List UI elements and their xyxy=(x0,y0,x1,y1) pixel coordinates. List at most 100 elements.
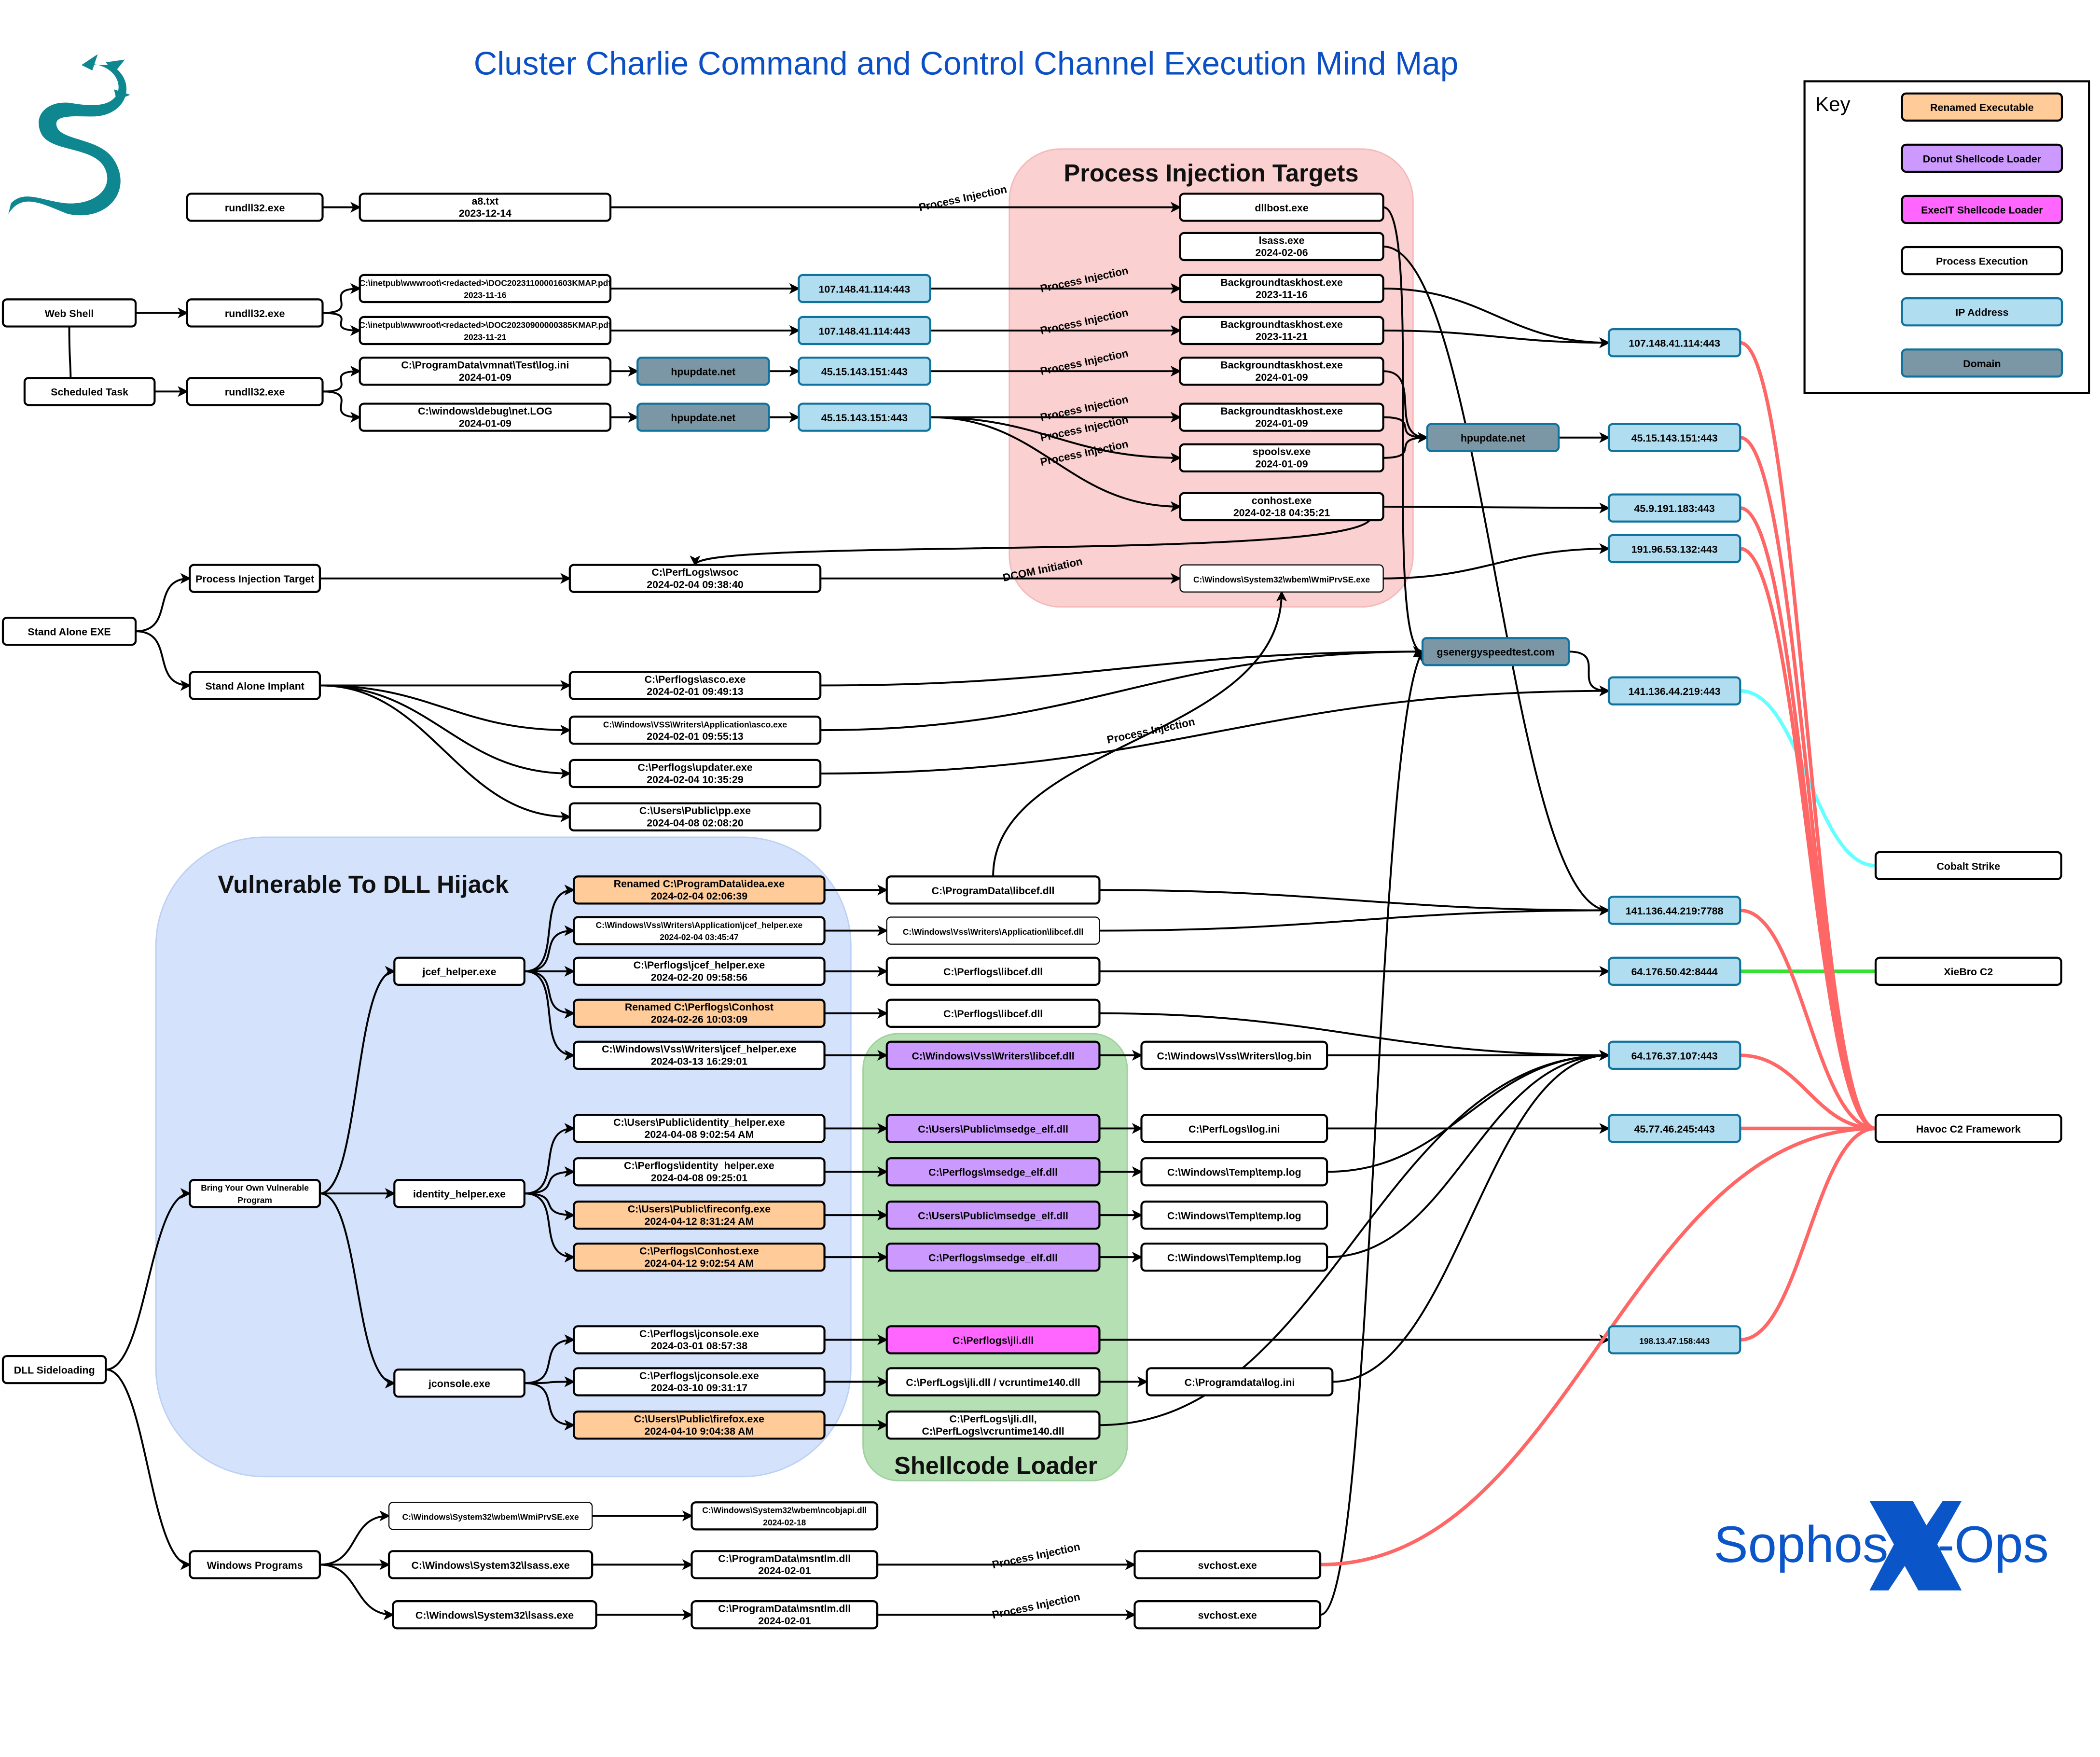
node-e8[interactable]: C:\Users\Public\fireconfg.exe2024-04-12 … xyxy=(573,1200,826,1230)
node-f9[interactable]: C:\Windows\Temp\temp.log xyxy=(1140,1242,1328,1272)
node-domR[interactable]: hpupdate.net xyxy=(1426,423,1560,452)
node-havoc[interactable]: Havoc C2 Framework xyxy=(1874,1114,2062,1143)
node-ipR191[interactable]: 191.96.53.132:443 xyxy=(1607,534,1741,564)
node-sae[interactable]: Stand Alone EXE xyxy=(1,616,137,646)
node-w2[interactable]: C:\Windows\System32\lsass.exe xyxy=(387,1550,594,1579)
node-ipR459[interactable]: 45.9.191.183:443 xyxy=(1607,493,1741,523)
node-d2[interactable]: C:\Windows\Vss\Writers\Application\libce… xyxy=(886,916,1100,945)
node-ipR141a[interactable]: 141.136.44.219:443 xyxy=(1607,676,1741,706)
node-box xyxy=(1146,1367,1334,1397)
node-ipR6450[interactable]: 64.176.50.42:8444 xyxy=(1607,956,1741,986)
node-r3[interactable]: rundll32.exe xyxy=(186,377,324,406)
node-pit[interactable]: Process Injection Target xyxy=(189,564,321,593)
node-e2[interactable]: C:\Windows\Vss\Writers\Application\jcef_… xyxy=(573,916,826,945)
node-f5[interactable]: C:\Windows\Vss\Writers\log.bin xyxy=(1140,1040,1328,1070)
node-jconsole[interactable]: jconsole.exe xyxy=(393,1369,525,1398)
node-text: 2024-02-26 10:03:09 xyxy=(651,1013,748,1025)
node-dom2[interactable]: hpupdate.net xyxy=(636,402,770,432)
node-ipR141b[interactable]: 141.136.44.219:7788 xyxy=(1607,896,1741,925)
node-xiebro[interactable]: XieBro C2 xyxy=(1874,956,2062,986)
node-ip1a[interactable]: 107.148.41.114:443 xyxy=(798,274,931,304)
node-d1[interactable]: C:\ProgramData\libcef.dll xyxy=(885,875,1101,905)
node-d8[interactable]: C:\Users\Public\msedge_elf.dll xyxy=(885,1200,1101,1230)
node-sai[interactable]: Stand Alone Implant xyxy=(189,671,321,700)
node-e7[interactable]: C:\Perflogs\identity_helper.exe2024-04-0… xyxy=(573,1157,826,1187)
node-w1[interactable]: C:\Windows\System32\wbem\WmiPrvSE.exe xyxy=(388,1502,593,1530)
node-gsenergy[interactable]: gsenergyspeedtest.com xyxy=(1421,637,1570,666)
node-cobalt[interactable]: Cobalt Strike xyxy=(1874,851,2062,881)
node-sched[interactable]: Scheduled Task xyxy=(23,377,156,406)
node-text: C:\Perflogs\libcef.dll xyxy=(943,966,1043,978)
node-webshell[interactable]: Web Shell xyxy=(1,298,137,328)
node-ipR198[interactable]: 198.13.47.158:443 xyxy=(1607,1325,1741,1355)
node-f11[interactable]: C:\Programdata\log.ini xyxy=(1146,1367,1334,1397)
node-ip2a[interactable]: 45.15.143.151:443 xyxy=(798,357,931,386)
node-wmiprvse[interactable]: C:\Windows\System32\wbem\WmiPrvSE.exe xyxy=(1179,564,1384,593)
node-box xyxy=(798,316,931,346)
node-e6[interactable]: C:\Users\Public\identity_helper.exe2024-… xyxy=(573,1114,826,1143)
node-f8[interactable]: C:\Windows\Temp\temp.log xyxy=(1140,1200,1328,1230)
node-identity[interactable]: identity_helper.exe xyxy=(393,1179,525,1208)
node-ipR107[interactable]: 107.148.41.114:443 xyxy=(1607,328,1741,358)
node-ipR6437[interactable]: 64.176.37.107:443 xyxy=(1607,1040,1741,1070)
node-e5[interactable]: C:\Windows\Vss\Writers\jcef_helper.exe20… xyxy=(573,1040,826,1070)
node-d11[interactable]: C:\PerfLogs\jli.dll / vcruntime140.dll xyxy=(885,1367,1101,1397)
node-f7[interactable]: C:\Windows\Temp\temp.log xyxy=(1140,1157,1328,1187)
node-d7[interactable]: C:\Perflogs\msedge_elf.dll xyxy=(885,1157,1101,1187)
node-d9[interactable]: C:\Perflogs\msedge_elf.dll xyxy=(885,1242,1101,1272)
node-d6[interactable]: C:\Users\Public\msedge_elf.dll xyxy=(885,1114,1101,1143)
node-r2[interactable]: rundll32.exe xyxy=(186,298,324,328)
node-d4[interactable]: C:\Perflogs\libcef.dll xyxy=(885,998,1101,1028)
edge-r2-to-pdf1 xyxy=(322,283,361,314)
node-asco2[interactable]: C:\Windows\VSS\Writers\Application\asco.… xyxy=(568,715,822,745)
node-pdf2[interactable]: C:\inetpub\wwwroot\<redacted>\DOC2023090… xyxy=(359,316,612,346)
node-box xyxy=(573,1157,826,1187)
node-w3[interactable]: C:\Windows\System32\lsass.exe xyxy=(392,1600,597,1630)
node-s2[interactable]: svchost.exe xyxy=(1133,1600,1322,1630)
node-e1[interactable]: Renamed C:\ProgramData\idea.exe2024-02-0… xyxy=(573,875,826,905)
node-s1[interactable]: svchost.exe xyxy=(1133,1550,1322,1579)
node-winprog[interactable]: Windows Programs xyxy=(189,1550,321,1579)
node-logini[interactable]: C:\ProgramData\vmnat\Test\log.ini2024-01… xyxy=(359,357,612,386)
node-dllbost[interactable]: dllbost.exe xyxy=(1179,193,1384,222)
node-sideload[interactable]: DLL Sideloading xyxy=(1,1355,107,1384)
node-ipR45a[interactable]: 45.15.143.151:443 xyxy=(1607,423,1741,452)
node-ipR4577[interactable]: 45.77.46.245:443 xyxy=(1607,1114,1741,1143)
node-text: C:\Perflogs\msedge_elf.dll xyxy=(928,1252,1058,1264)
node-ip2b[interactable]: 45.15.143.151:443 xyxy=(798,402,931,432)
key-item-domain: Domain xyxy=(1901,348,2063,378)
node-n1[interactable]: C:\Windows\System32\wbem\ncobjapi.dll202… xyxy=(691,1501,879,1531)
node-jcef[interactable]: jcef_helper.exe xyxy=(393,956,525,986)
node-r1[interactable]: rundll32.exe xyxy=(186,193,324,222)
node-d10[interactable]: C:\Perflogs\jli.dll xyxy=(885,1325,1101,1355)
node-d12[interactable]: C:\PerfLogs\jli.dll,C:\PerfLogs\vcruntim… xyxy=(885,1411,1101,1440)
node-ip1b[interactable]: 107.148.41.114:443 xyxy=(798,316,931,346)
node-d3[interactable]: C:\Perflogs\libcef.dll xyxy=(885,956,1101,986)
node-pdf1[interactable]: C:\inetpub\wwwroot\<redacted>\DOC2023110… xyxy=(359,274,612,304)
node-d5[interactable]: C:\Windows\Vss\Writers\libcef.dll xyxy=(885,1040,1101,1070)
node-dom1[interactable]: hpupdate.net xyxy=(636,357,770,386)
node-f6[interactable]: C:\PerfLogs\log.ini xyxy=(1140,1114,1328,1143)
